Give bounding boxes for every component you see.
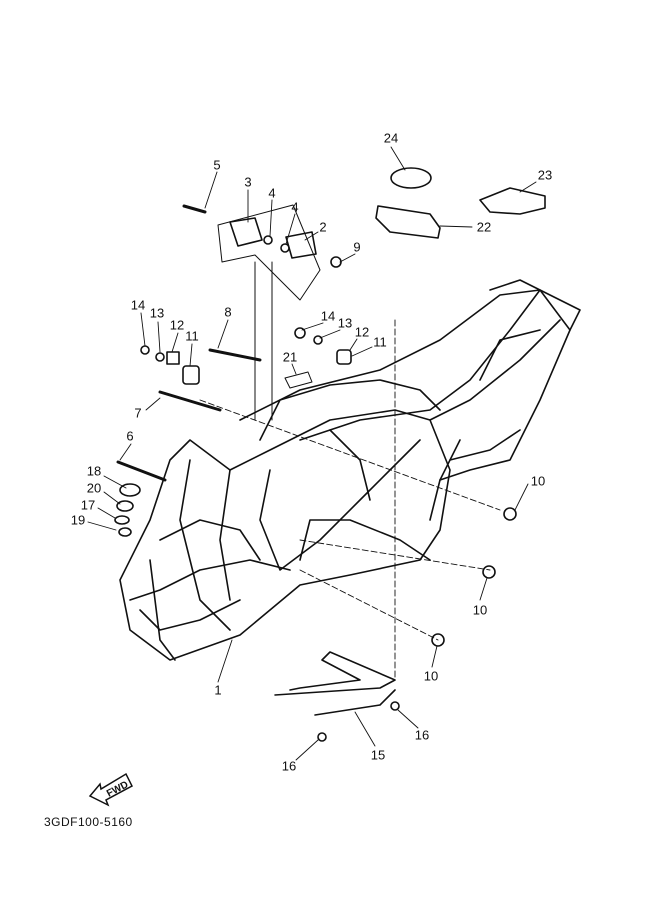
callout-22: 22	[476, 219, 492, 235]
fwd-label: FWD	[105, 779, 130, 799]
callout-14b: 14	[320, 308, 336, 324]
callout-4b: 4	[291, 199, 299, 215]
small-parts	[114, 167, 546, 742]
callout-1: 1	[214, 682, 222, 698]
callout-12: 12	[169, 317, 185, 333]
callout-14: 14	[130, 297, 146, 313]
callout-10b: 10	[472, 602, 488, 618]
callout-4: 4	[268, 185, 276, 201]
frame-rails	[119, 279, 581, 661]
callout-11b: 11	[373, 334, 387, 350]
callout-9: 9	[353, 239, 361, 255]
callout-10c: 10	[423, 668, 439, 684]
callout-7: 7	[134, 405, 142, 421]
bracket-group-outline	[217, 204, 321, 421]
callout-15: 15	[370, 747, 386, 763]
callout-6: 6	[126, 428, 134, 444]
callout-18: 18	[86, 463, 102, 479]
callout-23: 23	[537, 167, 553, 183]
leader-lines	[87, 146, 537, 761]
callout-19: 19	[70, 512, 86, 528]
callout-3: 3	[244, 174, 252, 190]
callout-2: 2	[319, 219, 327, 235]
callout-16b: 16	[281, 758, 297, 774]
callout-13: 13	[149, 305, 165, 321]
callout-12b: 12	[354, 324, 370, 340]
fwd-arrow-icon: FWD	[88, 768, 138, 813]
callout-13b: 13	[337, 315, 353, 331]
callout-24: 24	[383, 130, 399, 146]
callout-16: 16	[414, 727, 430, 743]
callout-11: 11	[185, 328, 199, 344]
callout-21: 21	[282, 349, 298, 365]
callout-17: 17	[80, 497, 96, 513]
callout-10: 10	[530, 473, 546, 489]
callout-5: 5	[213, 157, 221, 173]
callout-8: 8	[224, 304, 232, 320]
callout-20: 20	[86, 480, 102, 496]
part-code: 3GDF100-5160	[44, 815, 133, 829]
